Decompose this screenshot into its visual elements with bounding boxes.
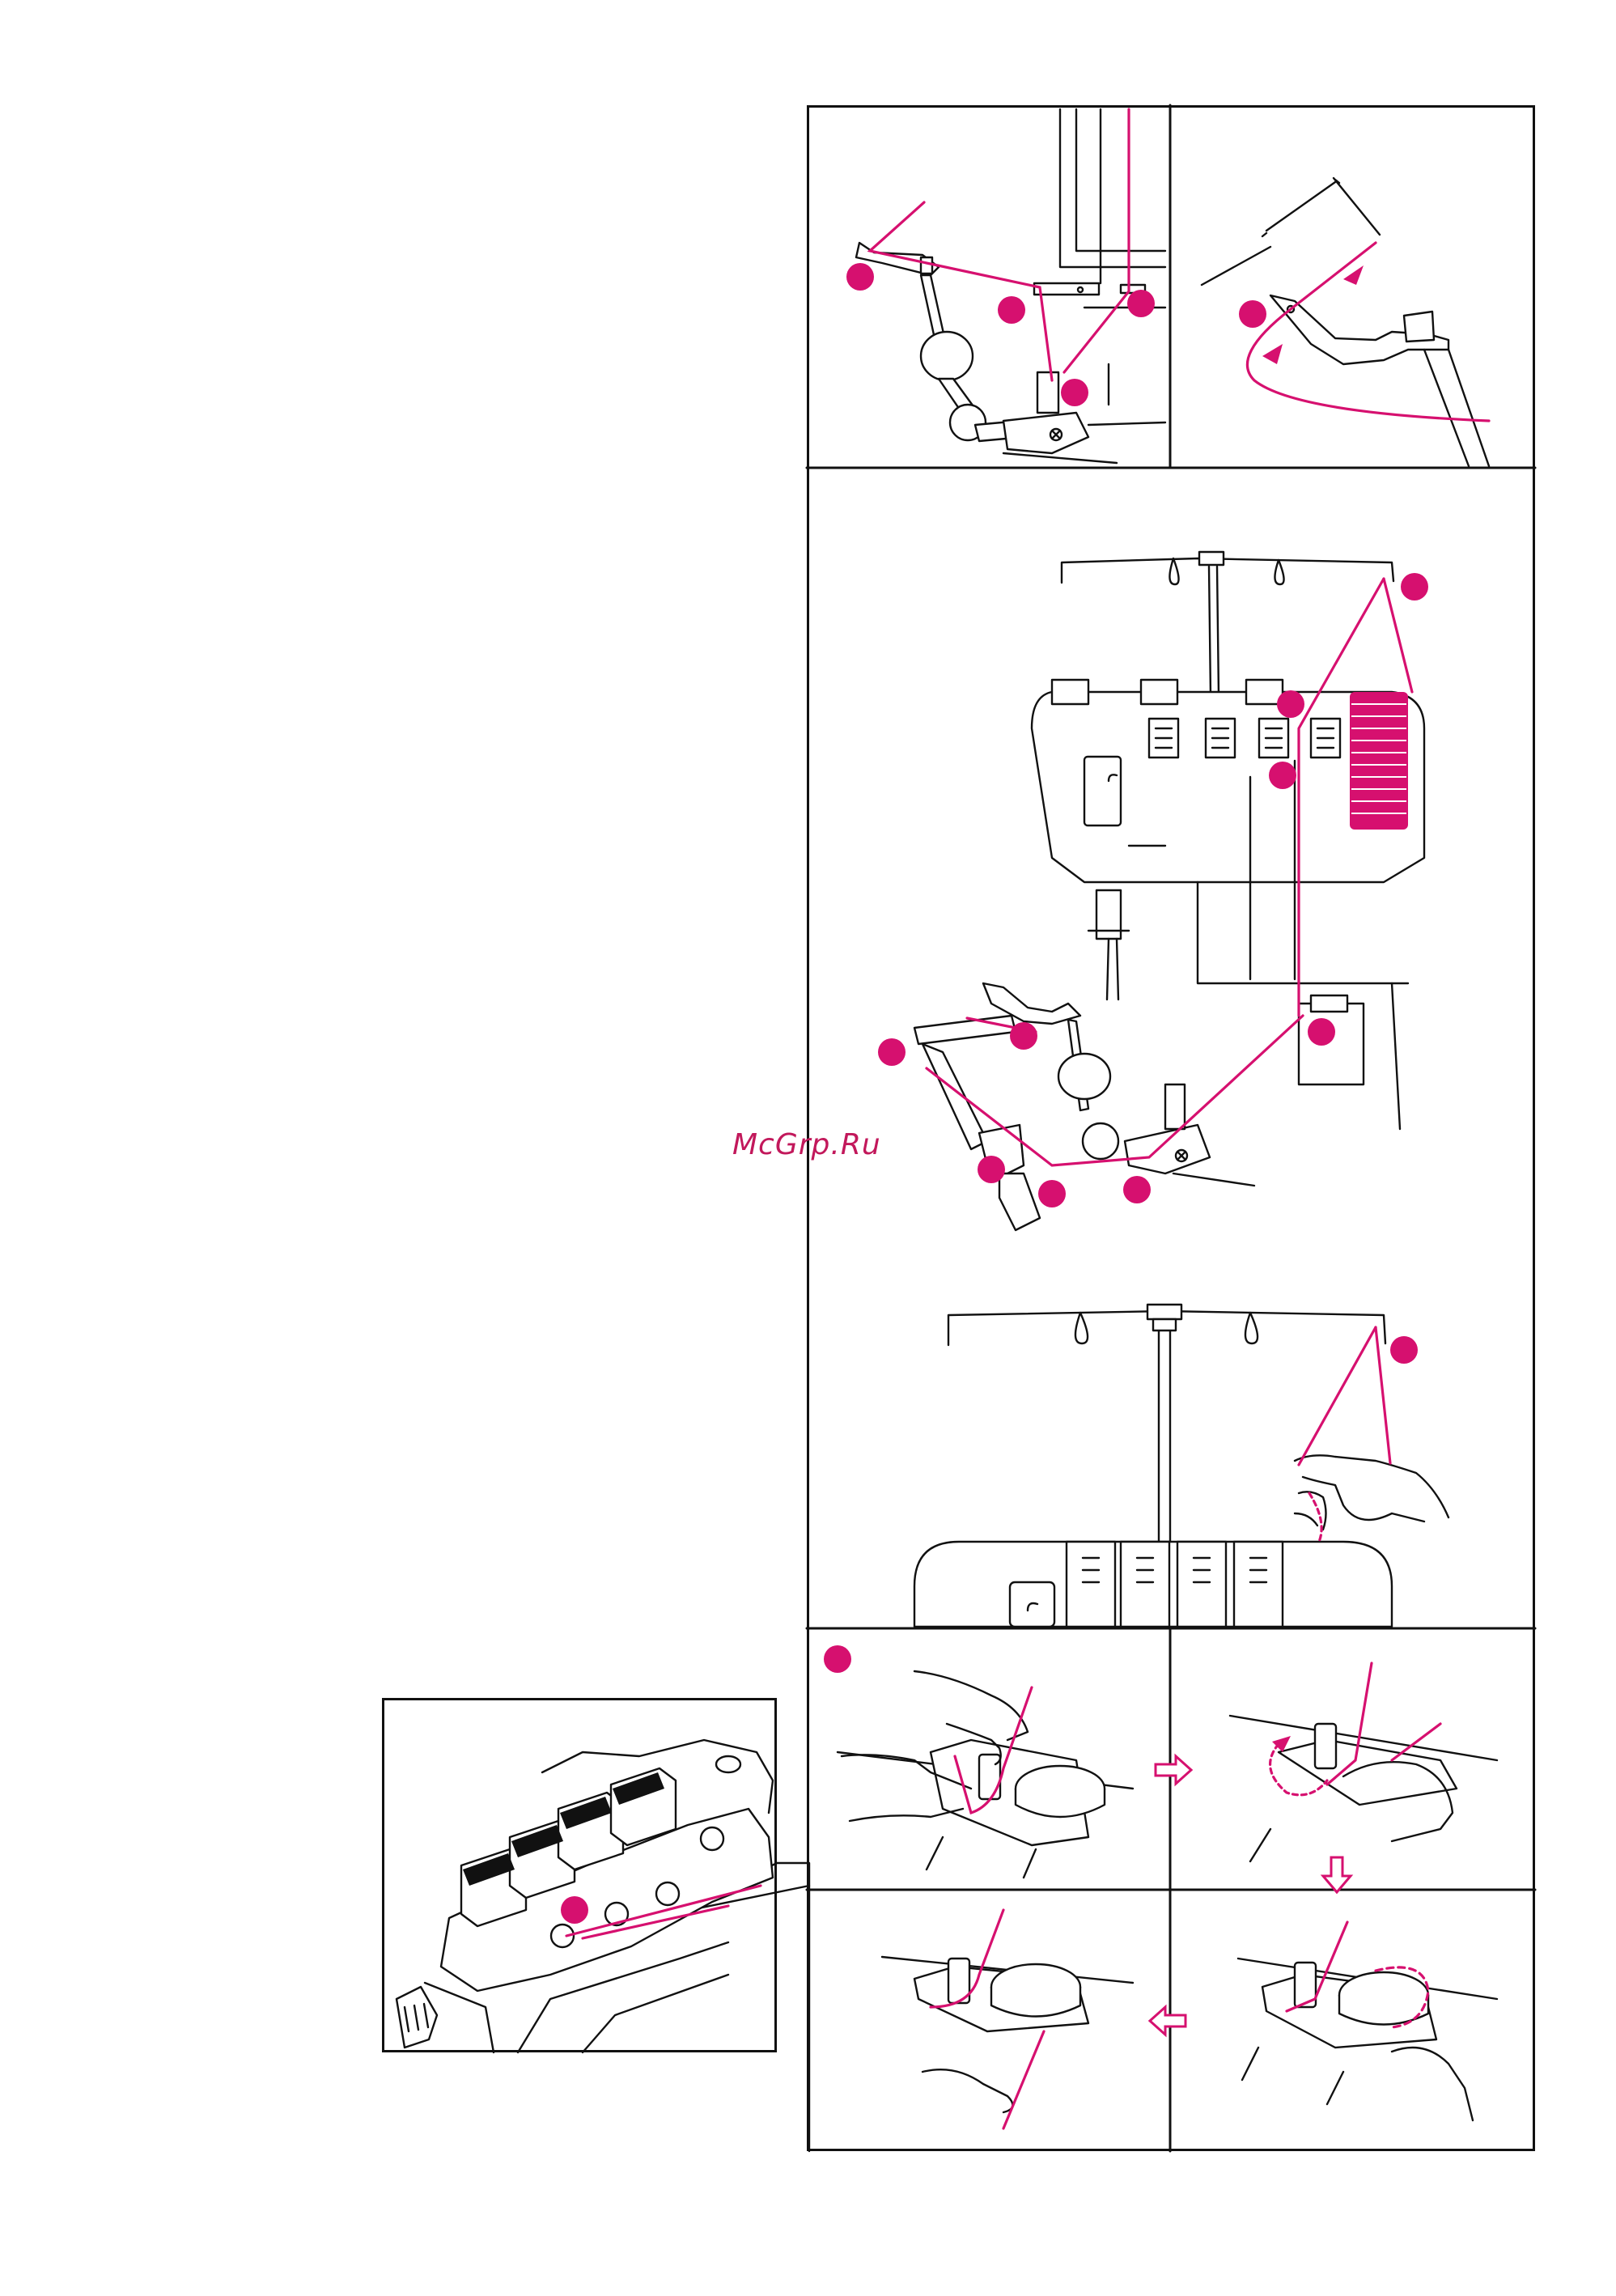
tension-detail-inset-drawing	[397, 1740, 809, 2151]
arrow-down-icon	[1323, 1857, 1351, 1892]
tension-step-3-drawing	[882, 1910, 1133, 2128]
threading-top-right-drawing	[1202, 178, 1489, 466]
thread-path-main-drawing	[878, 552, 1428, 1230]
threading-top-left-drawing	[846, 109, 1165, 463]
arrow-left-icon	[1150, 2007, 1185, 2035]
arrow-right-icon	[1156, 1756, 1191, 1784]
watermark-text: McGrp.Ru	[732, 1128, 881, 1161]
tension-step-1-drawing	[824, 1645, 1133, 1878]
tension-step-4-drawing	[1238, 1922, 1497, 2120]
thread-stand-drawing	[914, 1305, 1448, 1627]
tension-step-2-drawing	[1230, 1663, 1497, 1861]
